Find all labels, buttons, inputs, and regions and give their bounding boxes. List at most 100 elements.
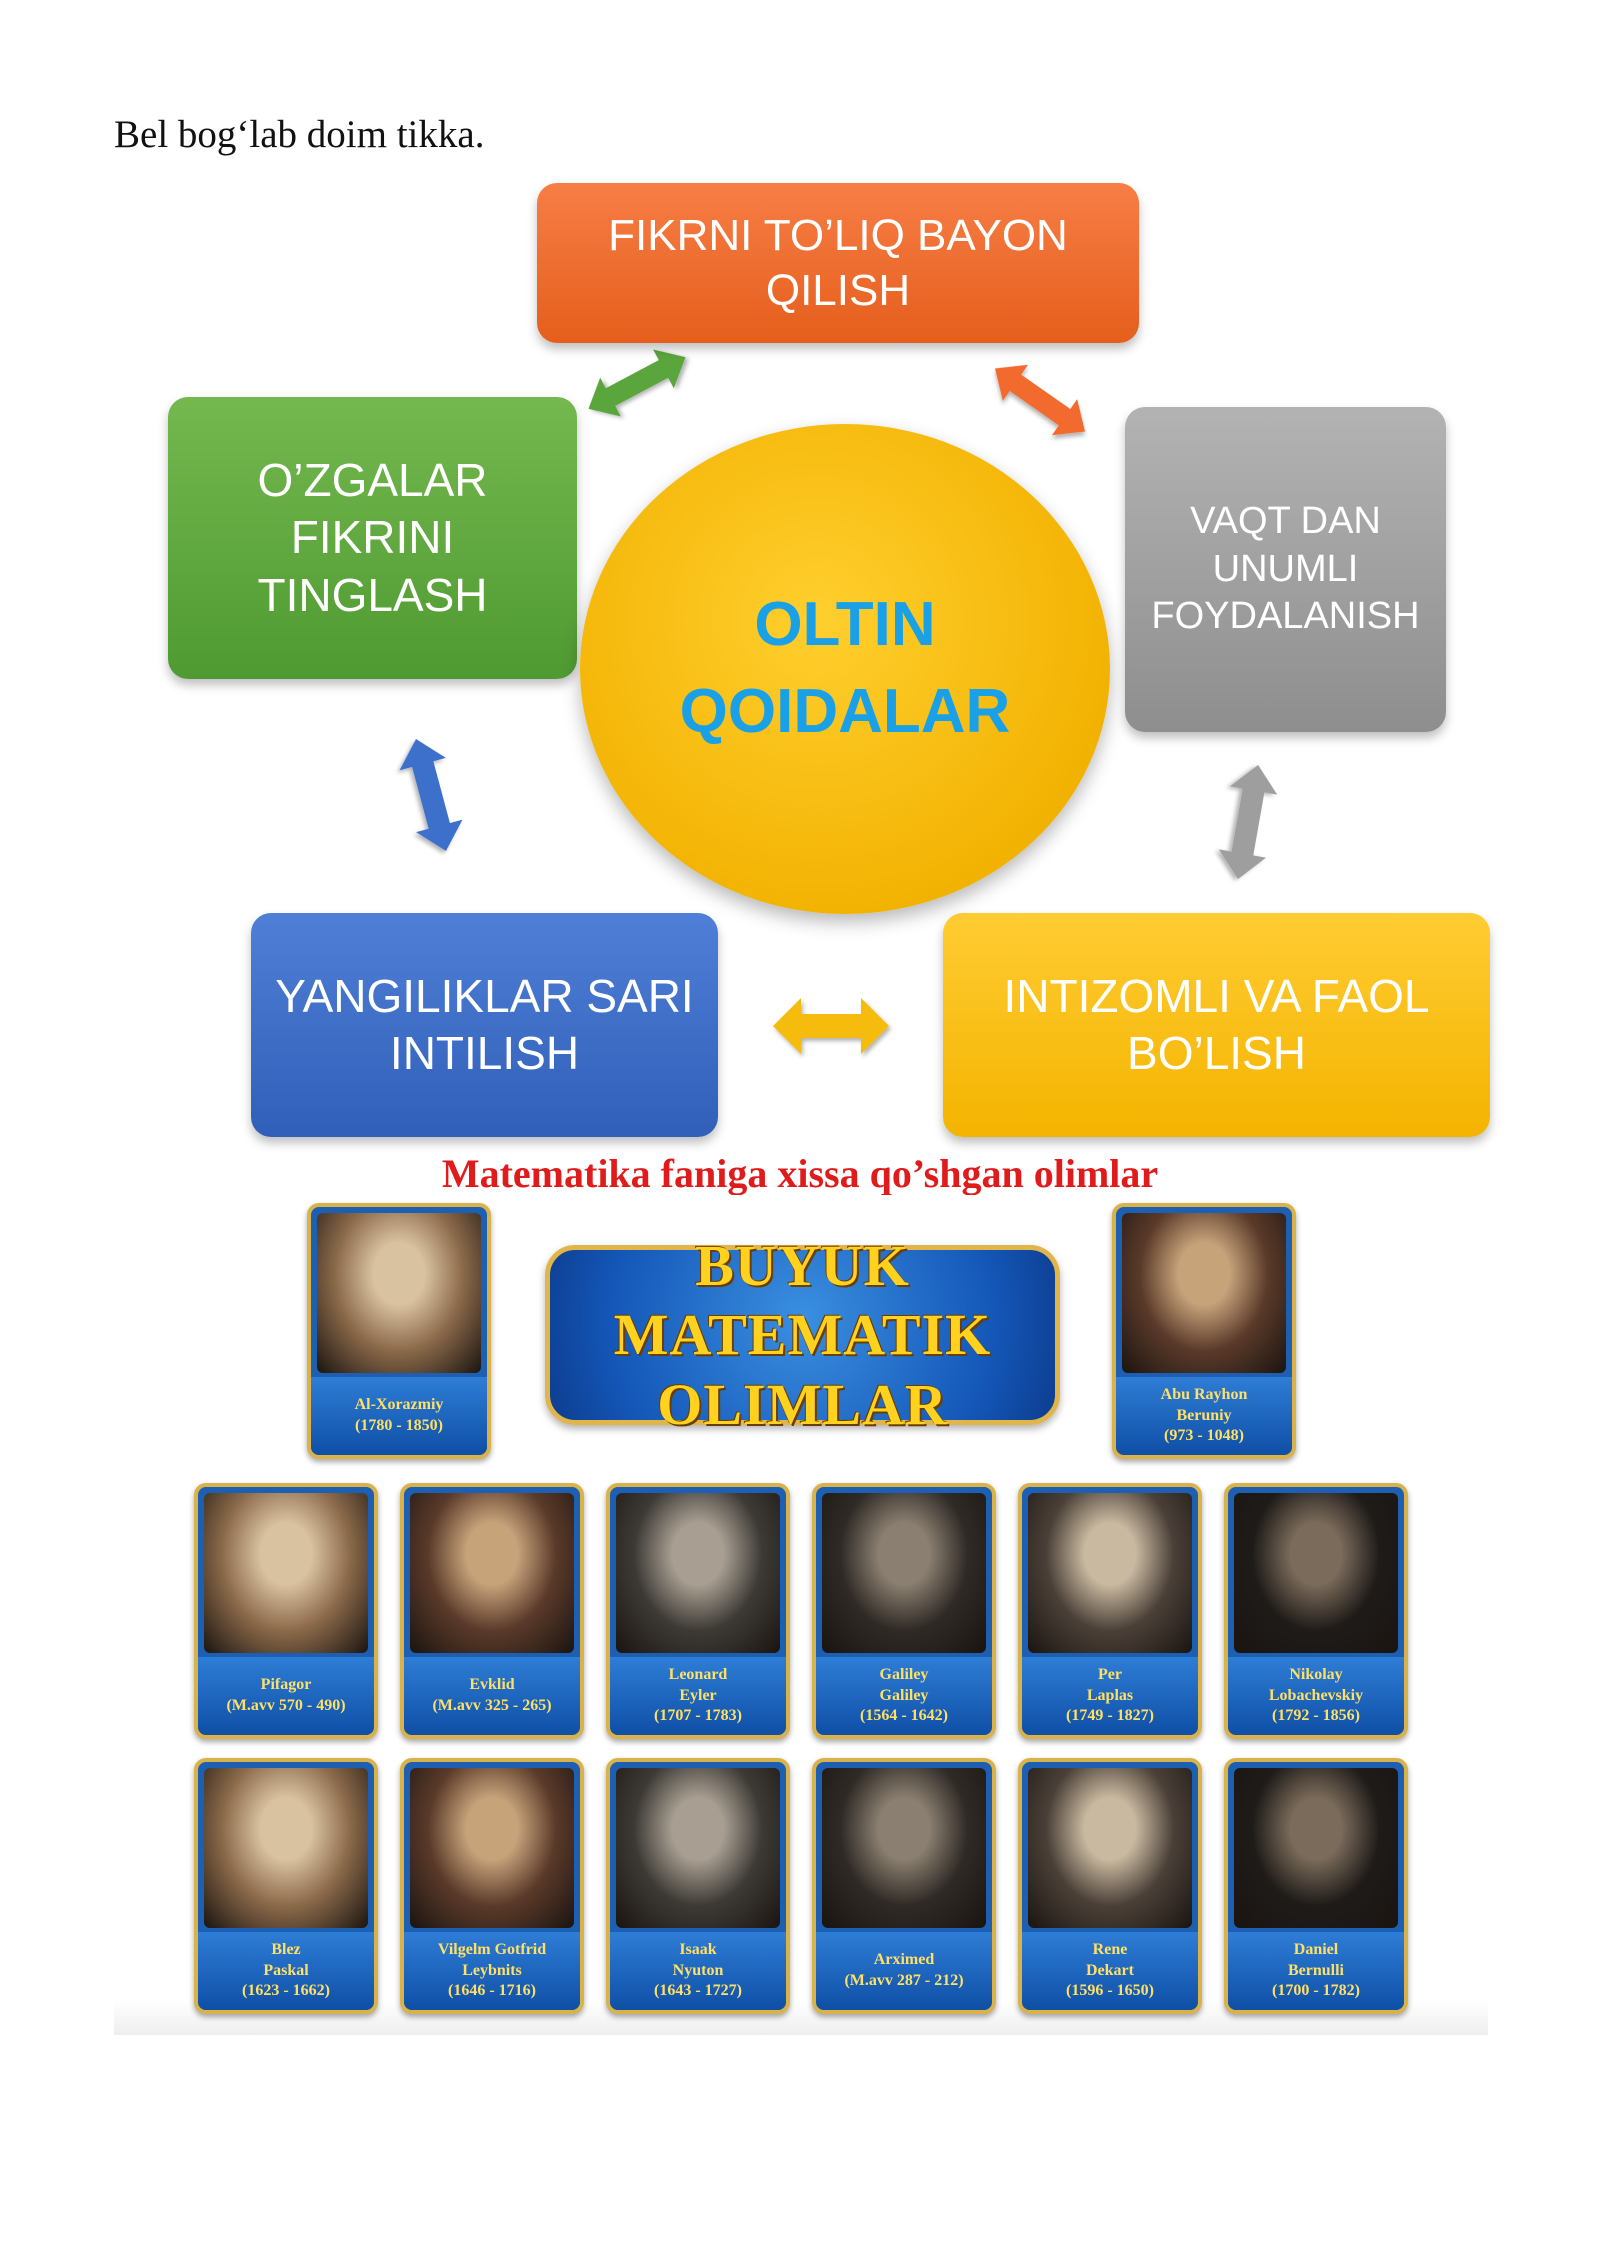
scientist-caption-line: Rene <box>1092 1940 1128 1958</box>
scientist-caption-line: (1596 - 1650) <box>1066 1982 1154 2000</box>
scientist-portrait <box>1028 1768 1192 1928</box>
scientist-caption-line: Arximed <box>873 1951 935 1969</box>
scientist-caption-line: Dekart <box>1086 1961 1134 1979</box>
scientist-caption-line: Nyuton <box>672 1961 724 1979</box>
scientist-caption-line: Daniel <box>1293 1940 1339 1958</box>
center-line-1: OLTIN <box>754 590 936 660</box>
rule-box-right: VAQT DAN UNUMLI FOYDALANISH <box>1125 407 1446 732</box>
section-heading: Matematika faniga xissa qo’shgan olimlar <box>441 1151 1159 1196</box>
scientist-caption-line: Galiley <box>879 1686 929 1704</box>
rule-box-top: FIKRNI TO’LIQ BAYON QILISH <box>537 183 1139 343</box>
scientist-caption-line: Lobachevskiy <box>1268 1686 1364 1704</box>
scientist-caption-line: Per <box>1098 1665 1122 1683</box>
scientist-caption: Pifagor (M.avv 570 - 490) <box>198 1657 374 1735</box>
rule-bottom-right-line-1: INTIZOMLI VA FAOL <box>1003 969 1430 1022</box>
rule-right-line-3: FOYDALANISH <box>1151 595 1420 638</box>
scientist-caption-line: Eyler <box>679 1686 717 1704</box>
scientist-caption-line: Vilgelm Gotfrid <box>437 1940 547 1958</box>
scientist-caption-line: (1707 - 1783) <box>654 1707 742 1725</box>
scientist-portrait <box>1234 1493 1398 1653</box>
scientist-caption-line: Leybnits <box>462 1961 522 1979</box>
center-circle: OLTIN QOIDALAR <box>580 424 1110 914</box>
rule-box-bottom-right: INTIZOMLI VA FAOL BO’LISH <box>943 913 1490 1137</box>
arrow-gray <box>1218 764 1278 880</box>
scientist-portrait <box>204 1493 368 1653</box>
rule-right-line-1: VAQT DAN <box>1190 500 1381 543</box>
scientist-portrait <box>1122 1213 1286 1373</box>
arrow-blue <box>399 738 463 852</box>
rule-left-line-2: FIKRINI <box>290 511 455 564</box>
scientist-caption-line: (1780 - 1850) <box>355 1417 443 1434</box>
scientist-caption: Arximed (M.avv 287 - 212) <box>816 1932 992 2010</box>
scientist-caption-line: (1643 - 1727) <box>654 1982 742 2000</box>
rule-top-line-1: FIKRNI TO’LIQ BAYON <box>608 211 1068 260</box>
diagram-arrows <box>399 349 1278 1054</box>
scientist-card: Evklid(M.avv 325 - 265) <box>400 1483 584 1739</box>
scientist-portrait <box>616 1493 780 1653</box>
scientist-portrait <box>616 1768 780 1928</box>
scientist-portrait <box>410 1768 574 1928</box>
arrow-yellow <box>773 998 889 1054</box>
scientist-caption-line: (1792 - 1856) <box>1272 1707 1360 1725</box>
arrow-green <box>588 349 686 417</box>
rule-left-line-3: TINGLASH <box>257 568 488 621</box>
scientist-caption: Al-Xorazmiy(1780 - 1850) <box>311 1377 487 1455</box>
rule-bottom-right-line-2: BO’LISH <box>1127 1027 1306 1079</box>
scientist-caption-line: Bernulli <box>1287 1961 1344 1979</box>
intro-text: Bel bog‘lab doim tikka. <box>114 113 485 156</box>
scientist-caption-line: (M.avv 287 - 212) <box>844 1972 964 1989</box>
scientist-caption-line: Leonard <box>668 1665 728 1683</box>
scientist-caption-line: (973 - 1048) <box>1164 1427 1244 1445</box>
scientist-caption-line: (1700 - 1782) <box>1272 1982 1360 2000</box>
scientist-card: Al-Xorazmiy(1780 - 1850) <box>307 1203 491 1459</box>
scientist-caption-line: Abu Rayhon <box>1160 1385 1248 1403</box>
scientist-portrait <box>822 1493 986 1653</box>
banner-line-2: OLIMLAR <box>657 1371 948 1437</box>
scientist-caption-line: Laplas <box>1086 1686 1134 1704</box>
banner-line-1: BUYUK MATEMATIK <box>613 1232 992 1368</box>
scientist-portrait <box>317 1213 481 1373</box>
rule-top-line-2: QILISH <box>765 266 911 315</box>
scientist-caption-line: Galiley <box>879 1665 929 1683</box>
arrow-orange <box>994 364 1086 436</box>
rule-right-line-2: UNUMLI <box>1212 547 1359 590</box>
rule-box-left: O’ZGALAR FIKRINI TINGLASH <box>168 397 577 679</box>
scientist-caption-line: Isaak <box>679 1940 717 1958</box>
scientist-caption-line: (1749 - 1827) <box>1066 1707 1154 1725</box>
scientist-caption-line: (1623 - 1662) <box>242 1982 330 2000</box>
scientist-caption-line: (M.avv 325 - 265) <box>432 1697 552 1714</box>
scientist-caption: Evklid(M.avv 325 - 265) <box>404 1657 580 1735</box>
scientist-caption-line: Pifagor <box>260 1676 312 1694</box>
rule-box-bottom-left: YANGILIKLAR SARI INTILISH <box>251 913 718 1137</box>
scientist-portrait <box>1234 1768 1398 1928</box>
scientist-portrait <box>1028 1493 1192 1653</box>
scientist-caption-line: Paskal <box>263 1961 309 1979</box>
rule-bottom-left-line-2: INTILISH <box>389 1027 580 1079</box>
scientist-caption-line: (1646 - 1716) <box>448 1982 536 2000</box>
scientist-portrait <box>822 1768 986 1928</box>
scientist-card: Pifagor (M.avv 570 - 490) <box>194 1483 378 1739</box>
scientist-caption-line: Beruniy <box>1176 1406 1232 1424</box>
rule-bottom-left-line-1: YANGILIKLAR SARI <box>275 969 694 1022</box>
scientist-caption-line: (M.avv 570 - 490) <box>226 1697 346 1714</box>
center-line-2: QOIDALAR <box>679 677 1011 746</box>
